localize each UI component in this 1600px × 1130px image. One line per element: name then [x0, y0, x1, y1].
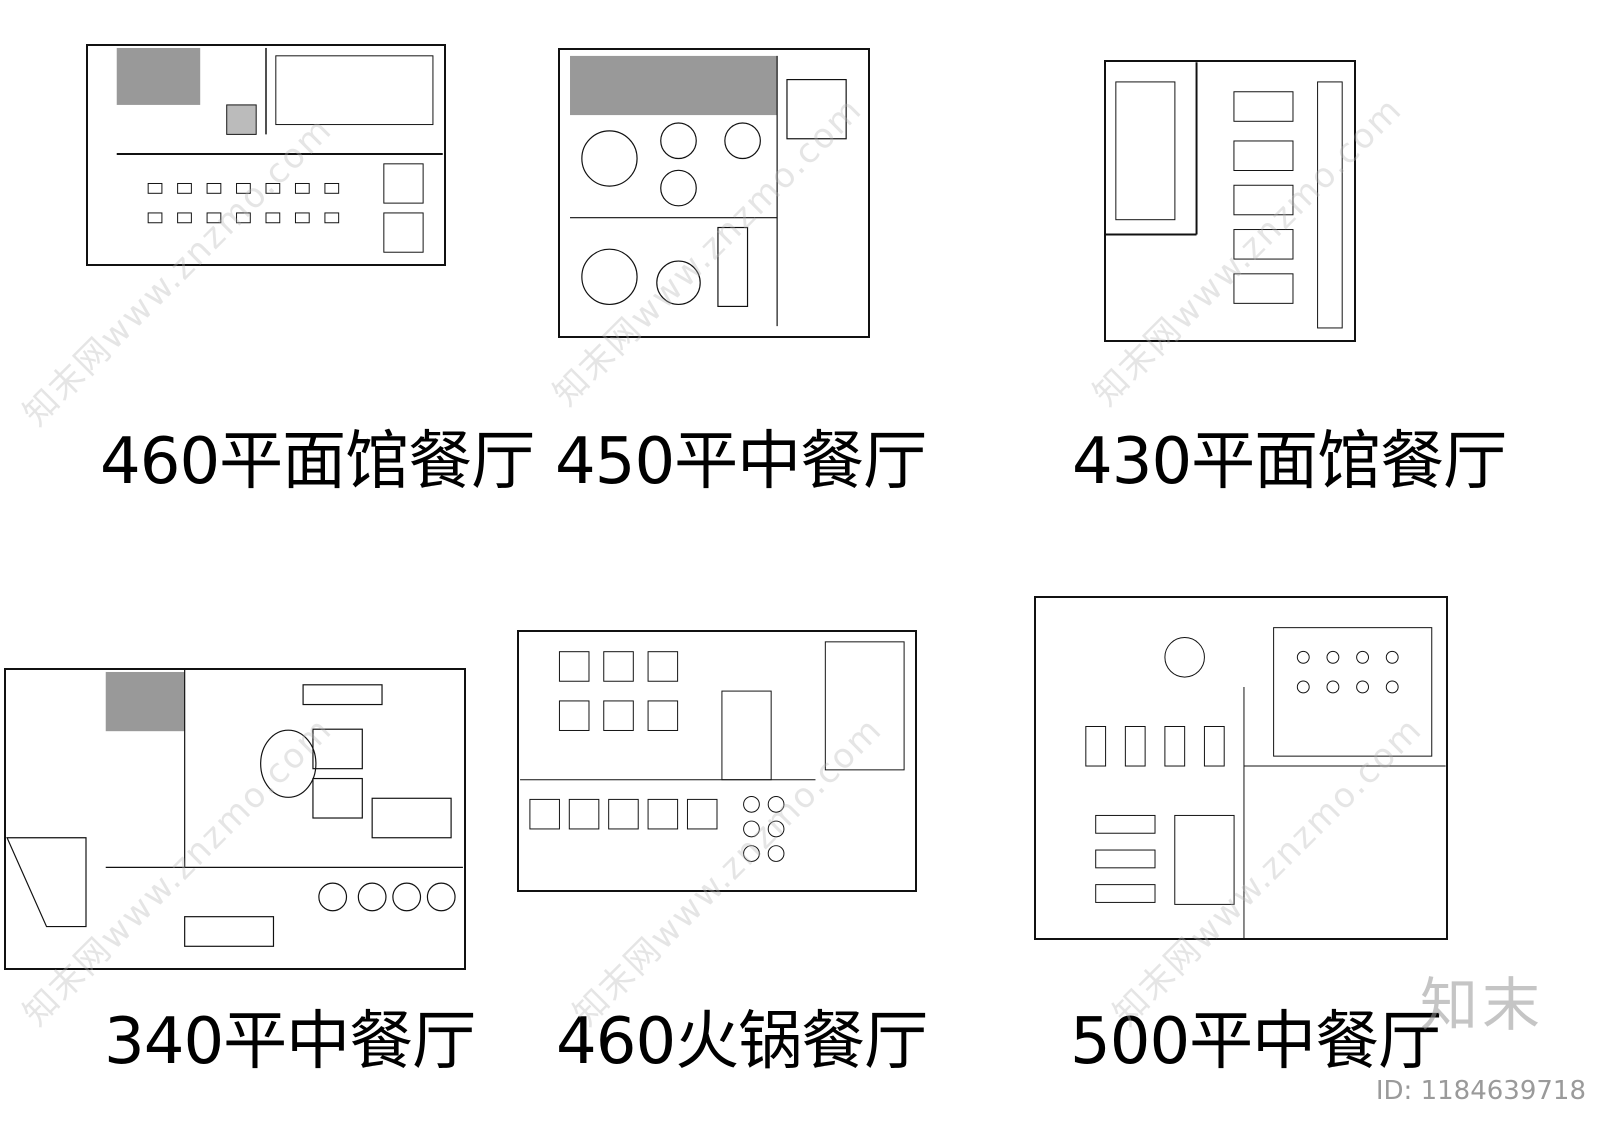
plan-2-caption: 450平中餐厅	[555, 425, 927, 499]
floor-plan-3	[1104, 60, 1356, 342]
plan-3-caption: 430平面馆餐厅	[1072, 425, 1507, 499]
plan-6-caption: 500平中餐厅	[1070, 1005, 1442, 1079]
floor-plan-5	[517, 630, 917, 892]
floor-plan-4-drawing	[6, 670, 463, 947]
watermark-logo: 知末	[1419, 971, 1544, 1039]
floor-plan-5-drawing	[520, 641, 905, 862]
floor-plan-6-drawing	[1085, 627, 1446, 938]
floor-plan-1	[86, 44, 446, 266]
floor-plan-4	[4, 668, 466, 970]
floor-plan-3-drawing	[1106, 62, 1343, 329]
floor-plan-2	[558, 48, 870, 338]
plan-1-caption: 460平面馆餐厅	[100, 425, 535, 499]
image-id-label: ID: 1184639718	[1375, 1076, 1586, 1106]
floor-plan-2-drawing	[570, 55, 847, 327]
plan-4-caption: 340平中餐厅	[104, 1005, 476, 1079]
plan-5-caption: 460火锅餐厅	[556, 1005, 928, 1079]
floor-plan-1-drawing	[116, 47, 443, 253]
floor-plan-6	[1034, 596, 1448, 940]
